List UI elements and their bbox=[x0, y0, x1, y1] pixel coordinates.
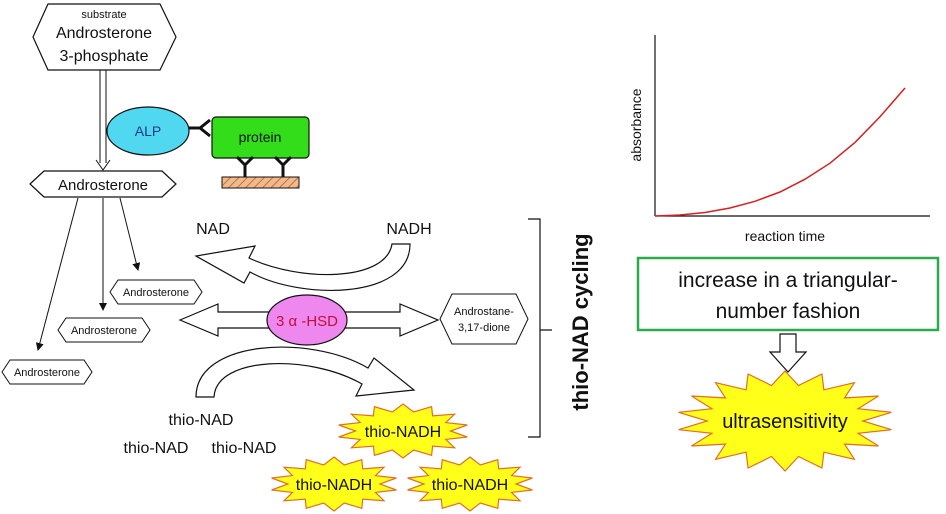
androstanedione-line1: Androstane- bbox=[454, 306, 514, 318]
capture-antibody-2 bbox=[273, 155, 293, 177]
upper-cofactor-arrow bbox=[194, 243, 411, 291]
fanout-arrows bbox=[35, 197, 141, 351]
thio-nad-label: thio-NAD bbox=[169, 412, 234, 429]
fanout-arrow-3 bbox=[119, 197, 141, 271]
result-line1: increase in a triangular- bbox=[678, 269, 897, 292]
alp-conjugate: ALP protein bbox=[106, 106, 310, 189]
thio-nad-label: thio-NAD bbox=[124, 440, 189, 457]
androstanedione-line2: 3,17-dione bbox=[458, 322, 510, 334]
absorbance-curve bbox=[654, 87, 906, 217]
lower-cofactor-arrow bbox=[195, 346, 416, 398]
ultrasensitivity-label: ultrasensitivity bbox=[722, 411, 848, 433]
thio-nadh-burst: thio-NADH bbox=[338, 403, 468, 459]
substrate-node: substrate Androsterone 3-phosphate bbox=[32, 3, 177, 71]
fanout-arrow-1 bbox=[35, 197, 79, 351]
alp-ellipse bbox=[106, 106, 190, 156]
substrate-caption: substrate bbox=[81, 9, 126, 21]
enzyme-label: 3 α -HSD bbox=[276, 313, 338, 330]
androstanedione-node: Androstane- 3,17-dione bbox=[439, 293, 529, 345]
substrate-name-line2: 3-phosphate bbox=[60, 48, 149, 65]
conversion-arrow bbox=[95, 70, 111, 171]
linker-antibody bbox=[189, 118, 211, 138]
down-block-arrow bbox=[768, 333, 808, 373]
cycling-title: thio-NAD cycling bbox=[568, 233, 593, 410]
result-line2: number fashion bbox=[716, 300, 861, 323]
thio-nadh-label: thio-NADH bbox=[432, 477, 508, 494]
protein-label: protein bbox=[239, 129, 282, 145]
capture-antibody-1 bbox=[235, 155, 255, 177]
protein-box bbox=[211, 116, 310, 159]
thio-nadh-label: thio-NADH bbox=[296, 477, 372, 494]
thio-nad-label: thio-NAD bbox=[212, 440, 277, 457]
thio-nadh-label: thio-NADH bbox=[365, 424, 441, 441]
thio-nadh-burst: thio-NADH bbox=[271, 456, 397, 512]
nad-label: NAD bbox=[196, 221, 230, 238]
androsterone-main-node: Androsterone bbox=[29, 170, 177, 198]
thio-nadh-burst: thio-NADH bbox=[407, 456, 533, 512]
enzyme-3a-hsd: 3 α -HSD bbox=[266, 294, 348, 346]
androsterone-product-label: Androsterone bbox=[123, 287, 189, 299]
x-axis-label: reaction time bbox=[745, 228, 825, 244]
nadh-label: NADH bbox=[386, 221, 431, 238]
androsterone-main-label: Androsterone bbox=[58, 177, 148, 194]
cycling-bracket bbox=[528, 218, 552, 438]
androsterone-product-label: Androsterone bbox=[71, 325, 137, 337]
ultrasensitivity-burst: ultrasensitivity bbox=[678, 370, 892, 472]
y-axis-label: absorbance bbox=[628, 88, 644, 161]
substrate-name-line1: Androsterone bbox=[56, 25, 152, 42]
androsterone-product-2: Androsterone bbox=[57, 317, 151, 343]
androsterone-product-3: Androsterone bbox=[1, 359, 93, 385]
alp-label: ALP bbox=[135, 123, 161, 139]
androsterone-product-1: Androsterone bbox=[109, 279, 203, 305]
result-box: increase in a triangular- number fashion bbox=[636, 256, 940, 332]
androsterone-product-label: Androsterone bbox=[14, 367, 80, 379]
absorbance-chart: reaction time absorbance bbox=[628, 35, 930, 244]
solid-phase-plate bbox=[221, 176, 300, 189]
